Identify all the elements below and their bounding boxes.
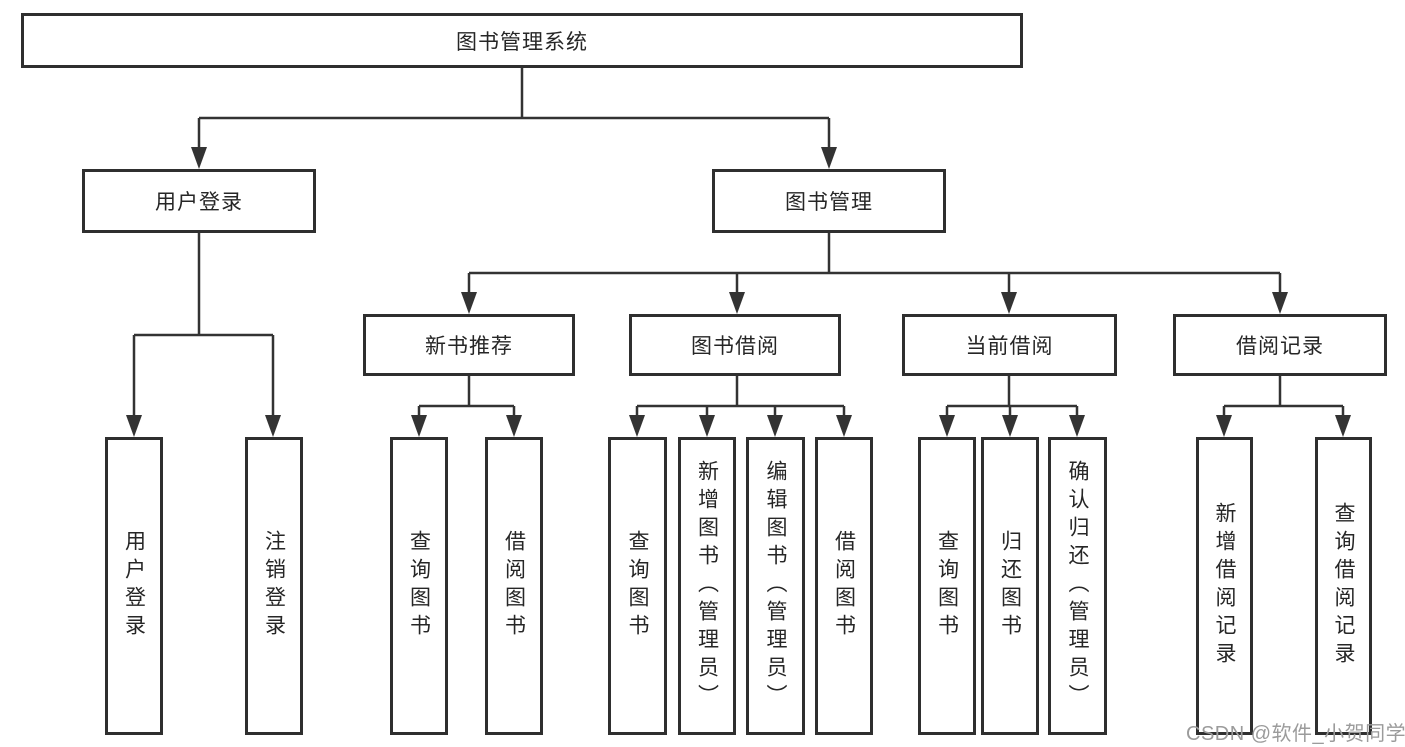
arrowhead xyxy=(1069,415,1085,437)
arrowhead xyxy=(265,415,281,437)
arrowhead xyxy=(836,415,852,437)
leaf-query-books-current: 查询图书 xyxy=(918,437,976,735)
arrowhead xyxy=(1272,292,1288,314)
leaf-label: 编辑图书（管理员） xyxy=(764,460,787,712)
leaf-user-login: 用户登录 xyxy=(105,437,163,735)
leaf-label: 查询借阅记录 xyxy=(1332,502,1355,670)
node-book-management: 图书管理 xyxy=(712,169,946,233)
leaf-query-borrow-record: 查询借阅记录 xyxy=(1315,437,1372,735)
leaf-borrow-books-recommend: 借阅图书 xyxy=(485,437,543,735)
arrowhead xyxy=(821,147,837,169)
leaf-label: 借阅图书 xyxy=(832,530,856,642)
csdn-watermark: CSDN @软件_小贺同学 xyxy=(1186,723,1405,745)
node-label: 用户登录 xyxy=(155,191,243,214)
arrowhead xyxy=(461,292,477,314)
arrowhead xyxy=(767,415,783,437)
leaf-label: 查询图书 xyxy=(626,530,649,642)
node-library-system: 图书管理系统 xyxy=(21,13,1023,68)
node-label: 图书管理系统 xyxy=(456,30,588,54)
leaf-return-book: 归还图书 xyxy=(981,437,1039,735)
edge-borrow-records-to-children xyxy=(1222,376,1345,426)
arrowhead xyxy=(1001,292,1017,314)
leaf-edit-book-admin: 编辑图书（管理员） xyxy=(746,437,805,735)
node-label: 借阅记录 xyxy=(1236,335,1324,358)
arrowhead xyxy=(191,147,207,169)
leaf-label: 新增借阅记录 xyxy=(1213,502,1236,670)
leaf-borrow-books-borrow: 借阅图书 xyxy=(815,437,873,735)
leaf-label: 查询图书 xyxy=(407,530,431,642)
node-book-borrow: 图书借阅 xyxy=(629,314,841,376)
leaf-label: 归还图书 xyxy=(998,530,1022,642)
arrowhead xyxy=(1216,415,1232,437)
arrowheads xyxy=(126,147,1351,437)
node-label: 新书推荐 xyxy=(425,335,513,358)
arrowhead xyxy=(1002,415,1018,437)
arrowhead xyxy=(1335,415,1351,437)
node-label: 当前借阅 xyxy=(965,335,1054,358)
leaf-query-books-recommend: 查询图书 xyxy=(390,437,448,735)
node-current-borrow: 当前借阅 xyxy=(902,314,1117,376)
arrowhead xyxy=(126,415,142,437)
leaf-logout: 注销登录 xyxy=(245,437,303,735)
leaf-label: 确认归还（管理员） xyxy=(1066,460,1089,712)
leaf-add-book-admin: 新增图书（管理员） xyxy=(678,437,736,735)
node-borrow-records: 借阅记录 xyxy=(1173,314,1387,376)
edge-book-borrow-to-children xyxy=(635,376,846,426)
leaf-query-books-borrow: 查询图书 xyxy=(608,437,667,735)
leaf-label: 借阅图书 xyxy=(502,530,526,642)
node-user-login: 用户登录 xyxy=(82,169,316,233)
leaf-label: 查询图书 xyxy=(935,530,959,642)
edge-new-book-recommend-to-children xyxy=(417,376,516,426)
leaf-confirm-return-admin: 确认归还（管理员） xyxy=(1048,437,1107,735)
node-label: 图书管理 xyxy=(785,191,873,214)
arrowhead xyxy=(629,415,645,437)
leaf-label: 用户登录 xyxy=(122,530,146,642)
arrowhead xyxy=(699,415,715,437)
arrowhead xyxy=(411,415,427,437)
arrowhead xyxy=(939,415,955,437)
edge-user-login-to-children xyxy=(132,233,275,426)
node-new-book-recommend: 新书推荐 xyxy=(363,314,575,376)
edge-book-management-to-level3 xyxy=(467,233,1282,303)
arrowhead xyxy=(729,292,745,314)
leaf-label: 新增图书（管理员） xyxy=(695,460,719,712)
edge-root-to-level2 xyxy=(197,68,831,158)
arrowhead xyxy=(506,415,522,437)
leaf-label: 注销登录 xyxy=(262,530,286,642)
leaf-add-borrow-record: 新增借阅记录 xyxy=(1196,437,1253,735)
node-label: 图书借阅 xyxy=(691,335,779,358)
